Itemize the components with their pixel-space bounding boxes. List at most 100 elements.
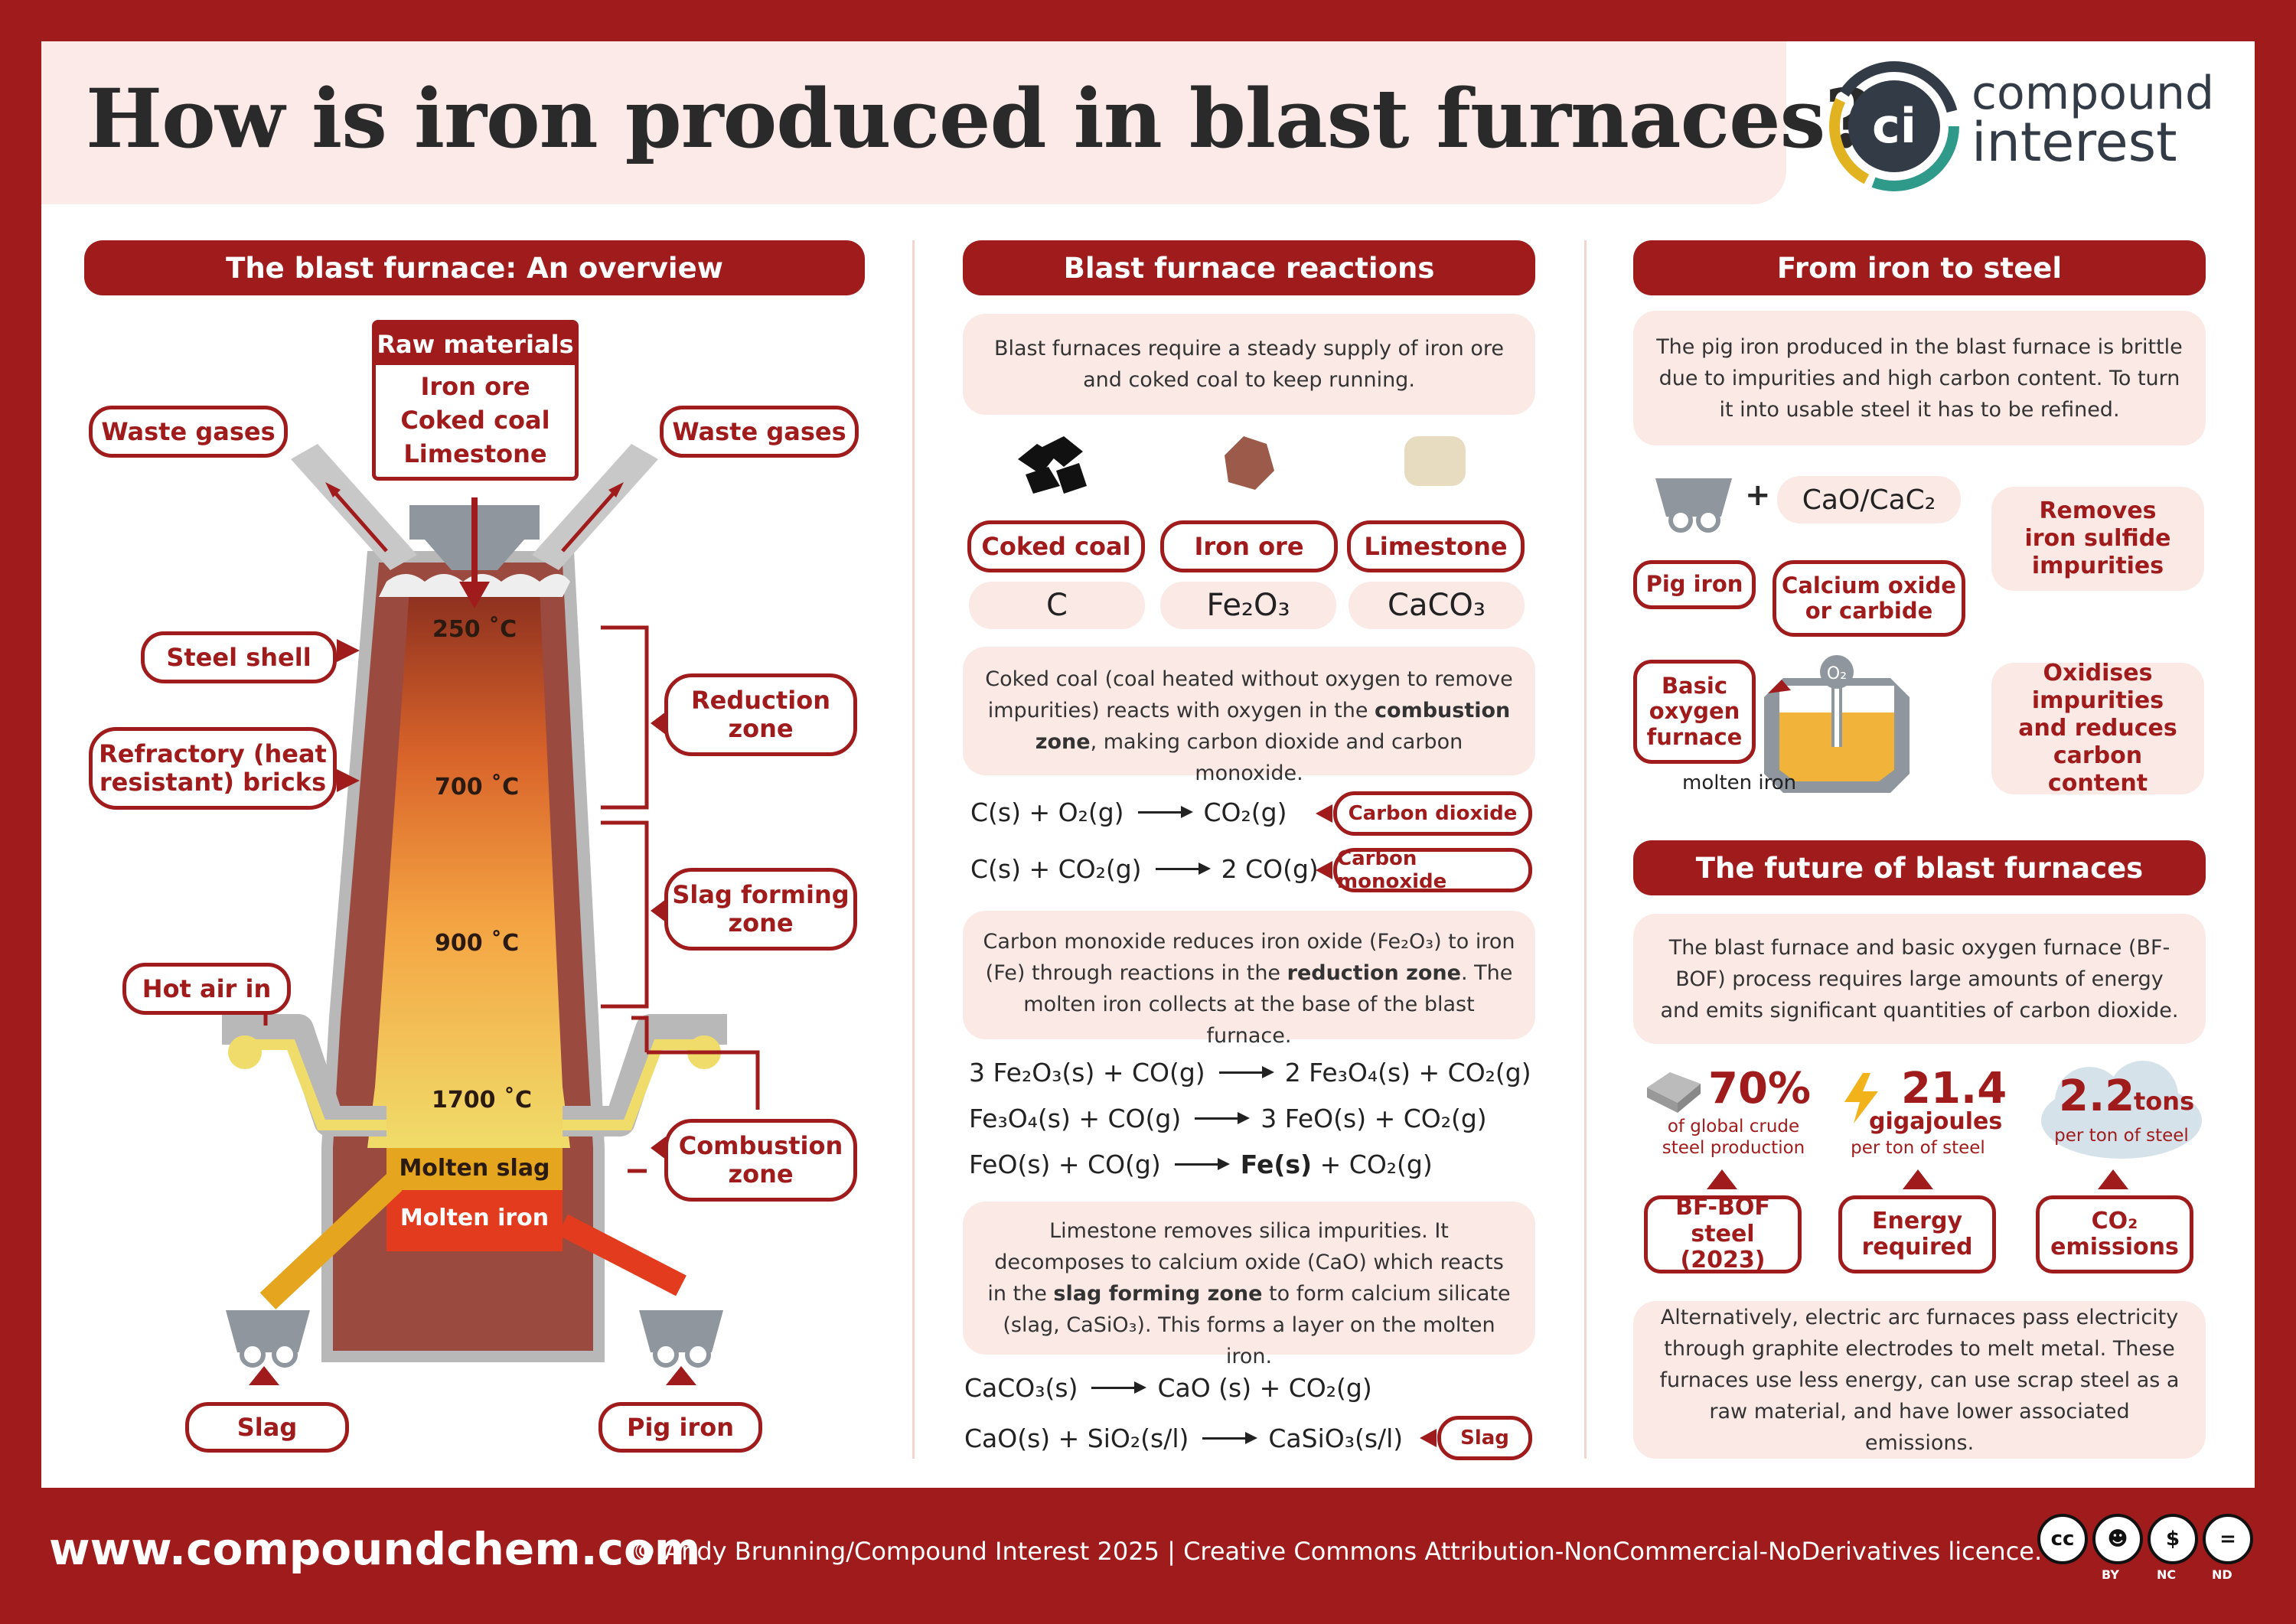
stat2-label: Energy required xyxy=(1838,1195,1996,1273)
stat1-value: 70% xyxy=(1708,1064,1812,1114)
raw-materials-title: Raw materials xyxy=(376,324,575,365)
cc-nc-caption: NC xyxy=(2157,1567,2177,1582)
pig-iron-label: Pig iron xyxy=(598,1402,762,1453)
column-divider xyxy=(1584,240,1587,1459)
removes-sulfide-note: Removes iron sulfide impurities xyxy=(1991,487,2204,591)
future-outro: Alternatively, electric arc furnaces pas… xyxy=(1633,1301,2206,1459)
waste-gases-left-label: Waste gases xyxy=(89,406,288,458)
steel-heading: From iron to steel xyxy=(1633,240,2206,295)
pig-iron-cart-icon xyxy=(1655,478,1732,533)
eq-product-bold: Fe(s) xyxy=(1240,1150,1313,1179)
raw-material-item: Limestone xyxy=(403,439,547,468)
reaction-arrow-icon xyxy=(1195,1112,1251,1124)
cc-nd-caption: ND xyxy=(2212,1567,2232,1582)
eq-left: C(s) + CO₂(g) xyxy=(970,854,1142,884)
text-span: Carbon monoxide reduces iron oxide (Fe₂O… xyxy=(983,930,1515,985)
slag-tag: Slag xyxy=(1420,1416,1532,1460)
stat3-value: 2.2 xyxy=(2059,1071,2135,1121)
equation-7: CaO(s) + SiO₂(s/l) CaSiO₃(s/l) xyxy=(964,1423,1403,1453)
eq-left: 3 Fe₂O₃(s) + CO(g) xyxy=(969,1058,1205,1088)
equation-6: CaCO₃(s) CaO (s) + CO₂(g) xyxy=(964,1373,1372,1403)
eq-left: Fe₃O₄(s) + CO(g) xyxy=(969,1104,1182,1133)
reaction-arrow-icon xyxy=(1155,863,1211,875)
molten-iron-layer xyxy=(386,1190,563,1251)
bof-label: Basic oxygen furnace xyxy=(1633,660,1756,764)
eq-right: 3 FeO(s) + CO₂(g) xyxy=(1261,1104,1487,1133)
equation-1: C(s) + O₂(g) CO₂(g) xyxy=(970,797,1287,827)
eq-left: CaCO₃(s) xyxy=(964,1373,1078,1403)
equation-5: FeO(s) + CO(g) Fe(s) + CO₂(g) xyxy=(969,1150,1433,1179)
basic-oxygen-furnace-icon: O₂ xyxy=(1764,655,1910,793)
reduction-explainer: Carbon monoxide reduces iron oxide (Fe₂O… xyxy=(963,911,1535,1048)
stat2-sub: per ton of steel xyxy=(1851,1138,1985,1158)
eq-left: FeO(s) + CO(g) xyxy=(969,1150,1161,1179)
equation-4: Fe₃O₄(s) + CO(g) 3 FeO(s) + CO₂(g) xyxy=(969,1104,1487,1133)
o2-label: O₂ xyxy=(1827,664,1847,683)
reactions-heading: Blast furnace reactions xyxy=(963,240,1535,295)
molten-iron-label: Molten iron xyxy=(400,1205,550,1231)
reaction-arrow-icon xyxy=(1137,806,1193,818)
footer-url-link[interactable]: www.compoundchem.com xyxy=(49,1523,701,1575)
cc-license-badges: cc ☻ $ = xyxy=(2037,1514,2253,1564)
stat2-unit: gigajoules xyxy=(1869,1108,2003,1135)
stat-pointers xyxy=(1707,1169,2128,1189)
material-label: Iron ore xyxy=(1160,520,1338,572)
slag-tap-pipe xyxy=(259,1174,403,1309)
hot-air-label: Hot air in xyxy=(122,963,291,1015)
eq-right: CaO (s) + CO₂(g) xyxy=(1157,1373,1372,1403)
compound-interest-logo-icon: ci xyxy=(1829,61,1959,191)
reactions-intro: Blast furnaces require a steady supply o… xyxy=(963,314,1535,415)
pig-iron-cart-icon xyxy=(639,1310,723,1368)
text-span: Coked coal (coal heated without oxygen t… xyxy=(985,667,1513,722)
waste-gas-pipe-left xyxy=(291,444,417,570)
reduction-zone-label: Reduction zone xyxy=(664,673,857,756)
eq-left: CaO(s) + SiO₂(s/l) xyxy=(964,1423,1189,1453)
footer-copyright: © Andy Brunning/Compound Interest 2025 |… xyxy=(632,1537,2043,1566)
steel-ingot-icon xyxy=(1647,1072,1701,1113)
eq-left: C(s) + O₂(g) xyxy=(970,797,1124,827)
eq-right: + CO₂(g) xyxy=(1312,1150,1433,1179)
eq-right: 2 Fe₃O₄(s) + CO₂(g) xyxy=(1284,1058,1531,1088)
stat2-value: 21.4 xyxy=(1901,1064,2007,1114)
temp-label: 900 ˚C xyxy=(435,930,520,957)
oxidises-note: Oxidises impurities and reduces carbon c… xyxy=(1991,660,2204,797)
material-label: Limestone xyxy=(1347,520,1525,572)
reaction-arrow-icon xyxy=(1174,1158,1230,1170)
stat1-sub: of global crude steel production xyxy=(1662,1117,1805,1158)
logo-mark-text: ci xyxy=(1872,98,1916,154)
nc-icon: $ xyxy=(2148,1514,2198,1564)
stat3-label: CO₂ emissions xyxy=(2036,1195,2193,1273)
coal-icon xyxy=(1018,436,1087,494)
page-title: How is iron produced in blast furnaces? xyxy=(86,70,1872,166)
steel-intro: The pig iron produced in the blast furna… xyxy=(1633,311,2206,445)
combustion-zone-label: Combustion zone xyxy=(664,1119,857,1202)
nd-icon: = xyxy=(2203,1514,2253,1564)
text-span: , making carbon dioxide and carbon monox… xyxy=(1090,730,1463,785)
combustion-explainer: Coked coal (coal heated without oxygen t… xyxy=(963,647,1535,785)
raw-material-item: Coked coal xyxy=(400,406,550,435)
carbon-monoxide-tag: Carbon monoxide xyxy=(1316,847,1532,893)
limestone-explainer: Limestone removes silica impurities. It … xyxy=(963,1202,1535,1368)
column-divider xyxy=(912,240,915,1459)
text-span: Limestone removes silica impurities. It … xyxy=(987,1219,1504,1306)
cc-by-caption: BY xyxy=(2102,1567,2119,1582)
steel-shell-label: Steel shell xyxy=(141,631,337,683)
co2-cloud-icon xyxy=(2041,1061,2202,1159)
waste-gas-pipe-right xyxy=(532,444,658,570)
slag-cart-icon xyxy=(226,1310,310,1368)
eq-right: CaSiO₃(s/l) xyxy=(1268,1423,1404,1453)
equation-2: C(s) + CO₂(g) 2 CO(g) xyxy=(970,854,1319,884)
temp-label: 1700 ˚C xyxy=(432,1087,532,1114)
iron-ore-icon xyxy=(1225,436,1274,490)
overview-heading: The blast furnace: An overview xyxy=(84,240,865,295)
eq-right: CO₂(g) xyxy=(1203,797,1287,827)
future-intro: The blast furnace and basic oxygen furna… xyxy=(1633,914,2206,1044)
eq-right: 2 CO(g) xyxy=(1221,854,1319,884)
raw-material-item: Iron ore xyxy=(420,372,530,401)
future-heading: The future of blast furnaces xyxy=(1633,840,2206,895)
slag-label: Slag xyxy=(185,1402,349,1453)
waste-gases-right-label: Waste gases xyxy=(660,406,859,458)
material-formula: CaCO₃ xyxy=(1349,582,1525,629)
temp-label: 700 ˚C xyxy=(435,774,520,801)
